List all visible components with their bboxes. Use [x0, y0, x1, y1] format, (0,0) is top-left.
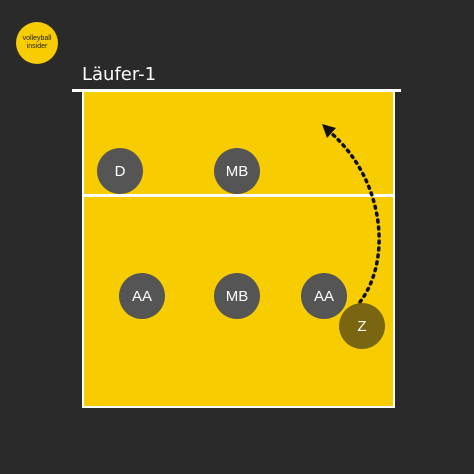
- net-line: [72, 89, 401, 92]
- logo-line-2: insider: [26, 43, 48, 50]
- diagram-title: Läufer-1: [82, 64, 157, 85]
- player-aa-right[interactable]: AA: [301, 273, 347, 319]
- attack-line: [82, 194, 395, 197]
- volleyball-court: [82, 91, 395, 408]
- player-setter-z[interactable]: Z: [339, 303, 385, 349]
- player-mb-back[interactable]: MB: [214, 273, 260, 319]
- logo-line-1: volleyball: [22, 35, 52, 42]
- volleyball-insider-logo: volleyball insider: [16, 22, 58, 64]
- player-mb-front[interactable]: MB: [214, 148, 260, 194]
- player-d[interactable]: D: [97, 148, 143, 194]
- player-aa-left[interactable]: AA: [119, 273, 165, 319]
